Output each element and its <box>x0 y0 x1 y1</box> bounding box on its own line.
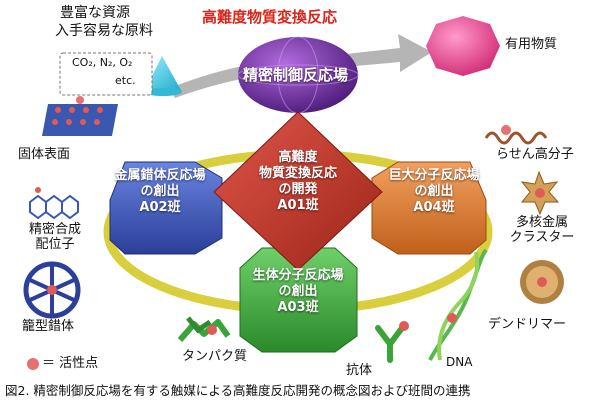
a02-line3: A02班 <box>139 199 181 215</box>
cone-base <box>144 88 182 96</box>
cluster-line1: 多核金属 <box>515 215 568 230</box>
chem-etc: etc. <box>115 74 136 87</box>
chem-formulas: CO₂, N₂, O₂ <box>72 56 133 69</box>
product-polyhedron <box>426 16 500 76</box>
a03-line2: の創出 <box>278 283 318 299</box>
ligand-label: 精密合成 配位子 <box>20 222 90 253</box>
top-title: 高難度物質変換反応 <box>202 8 338 26</box>
active-site-legend-dot <box>27 358 39 370</box>
a03-line3: A03班 <box>277 299 319 315</box>
a01-line4: A01班 <box>277 197 319 213</box>
antibody-label: 抗体 <box>346 363 373 378</box>
cluster-label: 多核金属 クラスター <box>500 215 584 246</box>
a01-line2: 物質変換反応 <box>258 165 337 181</box>
a03-line1: 生体分子反応場 <box>252 268 344 283</box>
helix-polymer <box>484 131 548 145</box>
active-site-legend: ＝ 活性点 <box>42 356 99 371</box>
antibody <box>375 321 409 363</box>
cluster-line2: クラスター <box>509 229 575 245</box>
helix-label: らせん高分子 <box>496 147 574 162</box>
a04-line3: A04班 <box>413 199 455 215</box>
a01-line3: の開発 <box>278 181 318 197</box>
a04-line2: の創出 <box>414 183 454 199</box>
protein-label: タンパク質 <box>182 349 248 364</box>
reaction-field-label: 精密制御反応場 <box>243 66 349 84</box>
a03-label: 生体分子反応場 の創出 A03班 <box>238 268 358 316</box>
protein-structure <box>177 316 231 342</box>
ligand-line1: 精密合成 <box>28 222 81 237</box>
ligand-line2: 配位子 <box>35 236 75 252</box>
dna-label: DNA <box>446 355 473 369</box>
a02-hexagon <box>109 161 223 255</box>
a02-line2: の創出 <box>140 183 180 199</box>
a02-line1: 金属錯体反応場 <box>114 168 206 183</box>
chem-box <box>59 52 153 96</box>
raw-material-cone <box>144 56 182 92</box>
a04-line1: 巨大分子反応場 <box>388 168 480 183</box>
a04-hexagon <box>371 161 487 255</box>
product-label: 有用物質 <box>505 37 558 52</box>
a01-diamond <box>213 111 383 271</box>
dendrimer-label: デンドリマー <box>488 317 567 332</box>
a01-label: 高難度 物質変換反応 の開発 A01班 <box>238 150 358 213</box>
reaction-field-ellipsoid <box>238 37 358 113</box>
resources-line1: 豊富な資源 <box>60 5 130 21</box>
a01-line1: 高難度 <box>278 150 318 165</box>
cage-label: 籠型錯体 <box>22 319 75 334</box>
ligand-molecule <box>29 194 79 220</box>
solid-surface-label: 固体表面 <box>18 147 71 162</box>
resources-line2: 入手容易な原料 <box>55 23 153 39</box>
a04-label: 巨大分子反応場 の創出 A04班 <box>374 168 494 216</box>
figure-caption: 図2. 精密制御反応場を有する触媒による高難度反応開発の概念図および班間の連携 <box>5 383 471 398</box>
dna-helix <box>428 248 488 361</box>
a02-label: 金属錯体反応場 の創出 A02班 <box>100 168 220 216</box>
